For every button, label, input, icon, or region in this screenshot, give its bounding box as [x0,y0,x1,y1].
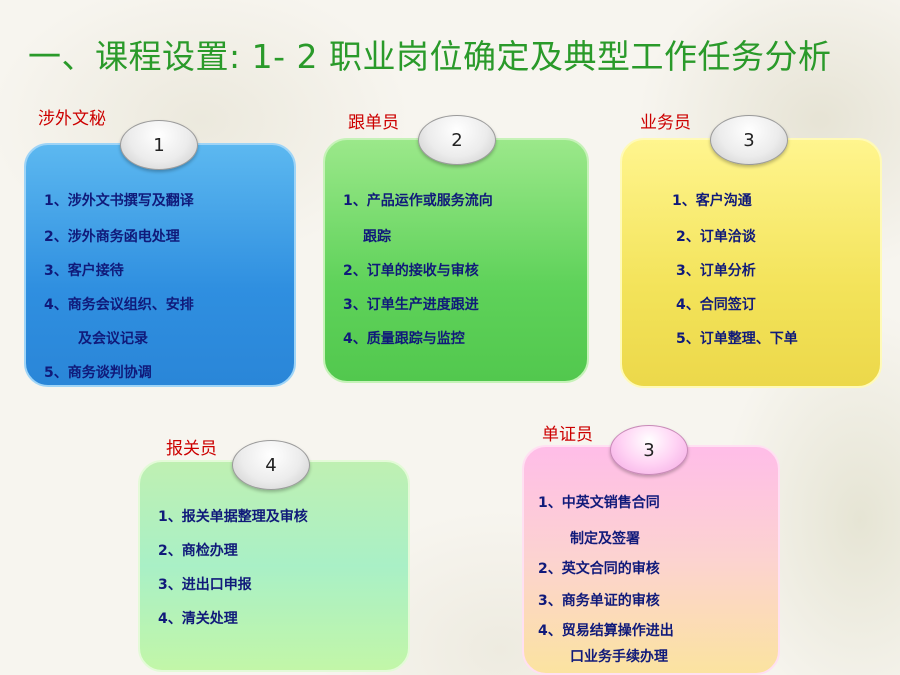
list-item: 1、涉外文书撰写及翻译 [44,193,194,209]
slide-title: 一、课程设置: 1- 2 职业岗位确定及典型工作任务分析 [28,37,832,76]
list-item-continuation: 口业务手续办理 [570,649,668,665]
list-item: 3、订单分析 [676,263,756,279]
list-item: 1、产品运作或服务流向 [343,193,493,209]
list-item: 3、商务单证的审核 [538,593,660,609]
list-item: 1、客户沟通 [672,193,752,209]
card-documentation-clerk [522,445,780,675]
list-item: 2、英文合同的审核 [538,561,660,577]
list-item-continuation: 制定及签署 [570,531,640,547]
list-item: 2、商检办理 [158,543,238,559]
card-merchandiser [323,138,589,383]
list-item: 2、订单洽谈 [676,229,756,245]
list-item: 4、质量跟踪与监控 [343,331,465,347]
list-item: 2、涉外商务函电处理 [44,229,180,245]
role-label-customs-broker: 报关员 [166,439,217,459]
list-item-continuation: 及会议记录 [78,331,148,347]
list-item: 5、订单整理、下单 [676,331,798,347]
list-item: 4、清关处理 [158,611,238,627]
role-label-merchandiser: 跟单员 [348,113,399,133]
list-item: 4、商务会议组织、安排 [44,297,194,313]
list-item: 4、合同签订 [676,297,756,313]
role-label-salesperson: 业务员 [640,113,691,133]
list-item: 3、客户接待 [44,263,124,279]
list-item: 2、订单的接收与审核 [343,263,479,279]
list-item-continuation: 跟踪 [363,229,391,245]
card-number-badge: 4 [232,440,310,490]
card-number-badge: 1 [120,120,198,170]
card-number-badge: 3 [610,425,688,475]
card-customs-broker [138,460,410,672]
card-secretary [24,143,296,387]
list-item: 1、报关单据整理及审核 [158,509,308,525]
list-item: 3、进出口申报 [158,577,252,593]
card-number-badge: 3 [710,115,788,165]
list-item: 4、贸易结算操作进出 [538,623,674,639]
list-item: 3、订单生产进度跟进 [343,297,479,313]
role-label-secretary: 涉外文秘 [38,109,106,129]
list-item: 1、中英文销售合同 [538,495,660,511]
card-number-badge: 2 [418,115,496,165]
role-label-documentation-clerk: 单证员 [542,425,593,445]
card-salesperson [620,138,882,388]
list-item: 5、商务谈判协调 [44,365,152,381]
